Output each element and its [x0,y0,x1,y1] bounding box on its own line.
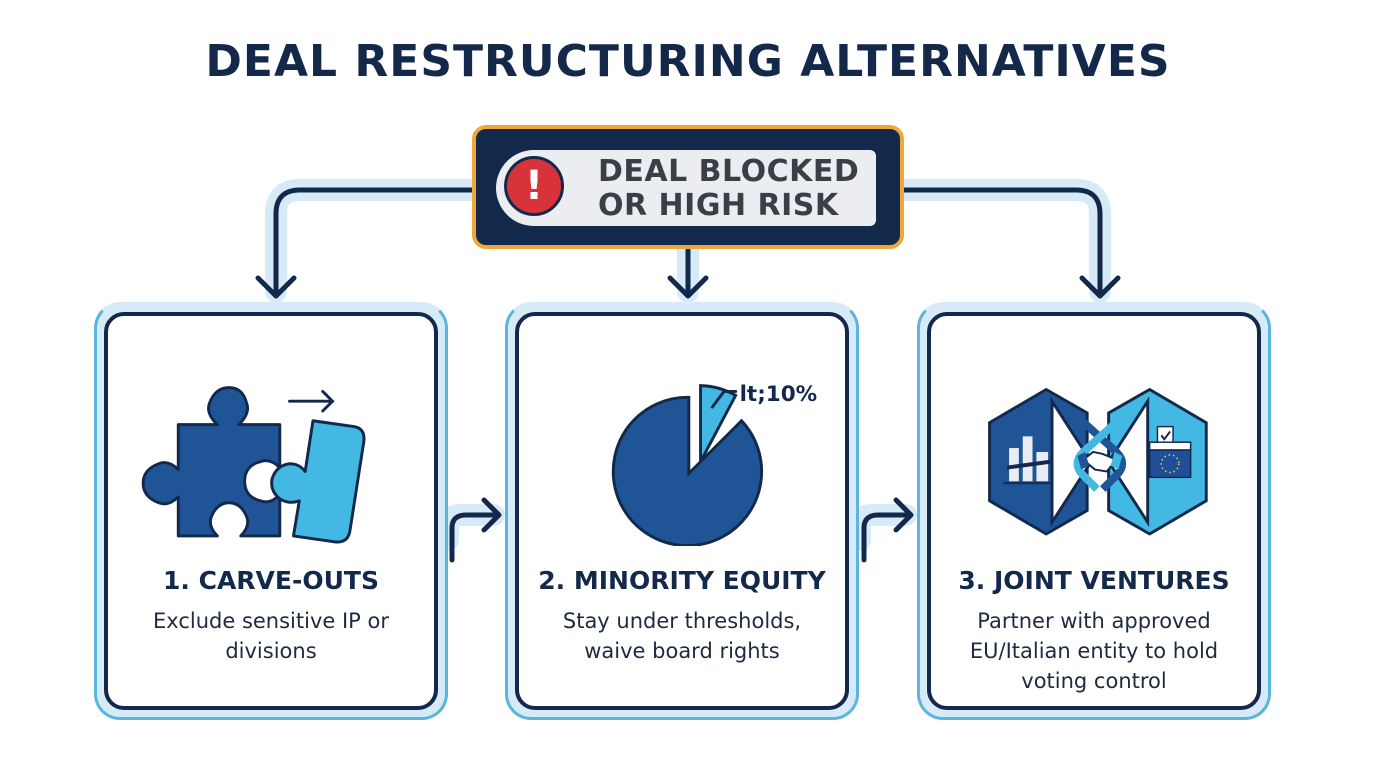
alert-text: DEAL BLOCKED OR HIGH RISK [598,155,859,223]
pie-chart-icon: lt;10% [611,382,818,546]
exclamation-icon: ! [504,156,564,216]
alert-line-1: DEAL BLOCKED [598,154,860,189]
alert-line-2: OR HIGH RISK [598,188,839,223]
joint-venture-handshake-icon [988,387,1208,536]
option-card-minority-equity: lt;10% 2. MINORITY EQUITY Stay under thr… [505,302,859,720]
option-description: Partner with approved EU/Italian entity … [969,609,1219,693]
eu-ballot-box-icon [1148,425,1192,479]
option-description: Exclude sensitive IP or divisions [153,609,389,663]
option-description: Stay under thresholds, waive board right… [562,609,802,663]
page-title: DEAL RESTRUCTURING ALTERNATIVES [205,36,1171,87]
handshake-icon [1077,450,1123,473]
option-heading: 3. JOINT VENTURES [958,566,1230,595]
building-icon [1003,436,1053,485]
option-card-carve-outs: 1. CARVE-OUTS Exclude sensitive IP or di… [94,302,448,720]
puzzle-pieces-icon [141,386,366,544]
deal-blocked-alert: ! DEAL BLOCKED OR HIGH RISK [472,125,904,249]
pie-label: lt;10% [740,382,818,407]
alert-label: ! DEAL BLOCKED OR HIGH RISK [496,150,876,226]
option-heading: 1. CARVE-OUTS [163,566,379,595]
option-heading: 2. MINORITY EQUITY [538,566,826,595]
option-card-joint-ventures: 3. JOINT VENTURES Partner with approved … [917,302,1271,720]
